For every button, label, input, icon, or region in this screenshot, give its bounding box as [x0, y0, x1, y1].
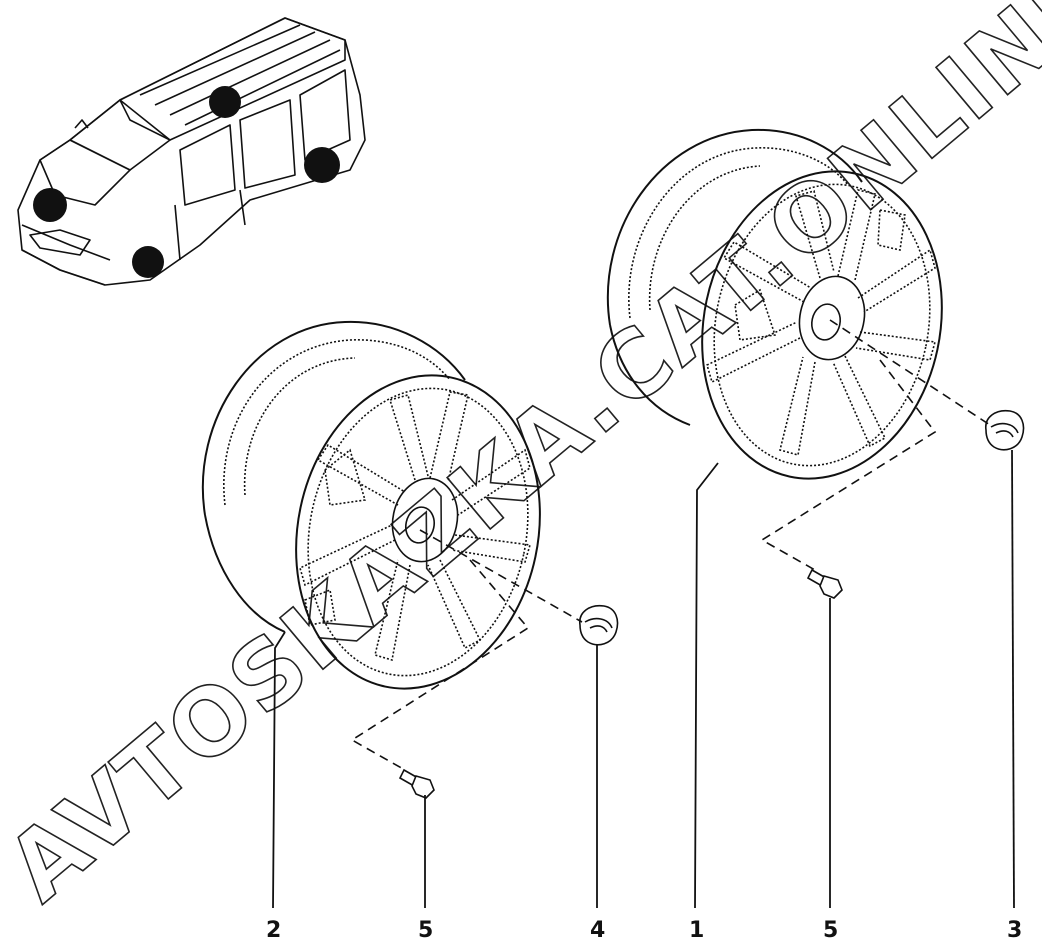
assembly-dashed-lines: [350, 319, 991, 771]
marker-front-left: [33, 188, 67, 222]
alloy-wheel-left-icon: [201, 320, 541, 690]
leader-3: [1011, 449, 1015, 909]
alloy-wheel-right-icon: [606, 128, 943, 480]
callout-5-left: 5: [418, 918, 433, 943]
wheel-location-markers: [33, 86, 340, 278]
watermark-text: AVTOSKAZKA.CAT.ONLINE: [0, 0, 1042, 923]
leader-lines: [272, 449, 1015, 909]
center-cap-icon: [579, 604, 619, 646]
wheel-bolt-icon: [806, 568, 843, 599]
vehicle-location-icon: [17, 17, 366, 286]
leader-1: [694, 462, 719, 909]
marker-rear-right: [304, 147, 340, 183]
wheel-bolt-icon: [398, 768, 435, 799]
marker-front-right: [132, 246, 164, 278]
marker-rear-left: [209, 86, 241, 118]
callout-1: 1: [689, 918, 704, 943]
callout-2: 2: [266, 918, 281, 943]
leader-2: [272, 631, 286, 909]
callout-5-right: 5: [823, 918, 838, 943]
callout-4: 4: [590, 918, 605, 943]
center-cap-icon: [985, 409, 1025, 451]
callout-3: 3: [1007, 918, 1022, 943]
